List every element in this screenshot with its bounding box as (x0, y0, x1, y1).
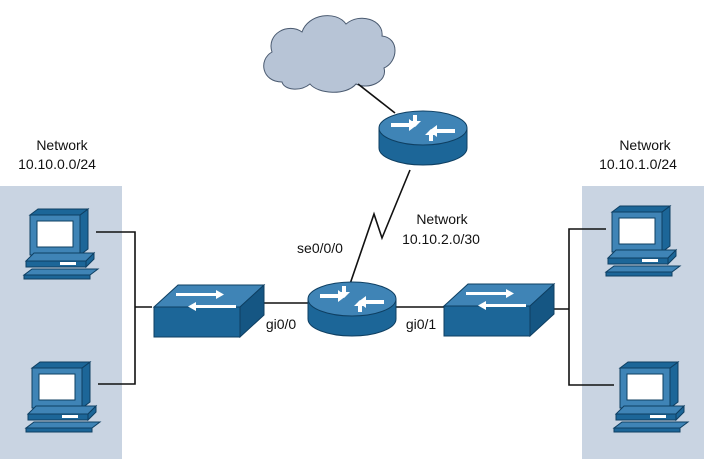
right-pc1-link (568, 228, 606, 309)
wan-network-subnet: 10.10.2.0/30 (402, 231, 480, 247)
right-switch-icon[interactable] (443, 283, 555, 337)
left-pc2-link (98, 307, 136, 385)
left-switch-icon[interactable] (153, 284, 265, 338)
left-pc1-icon[interactable] (23, 208, 99, 280)
serial-interface-label: se0/0/0 (297, 240, 343, 256)
center-router-icon[interactable] (307, 281, 397, 337)
right-pc1-icon[interactable] (605, 205, 681, 277)
right-network-label: Network (619, 137, 671, 153)
right-pc2-link (568, 309, 614, 386)
right-pc2-icon[interactable] (613, 361, 689, 433)
left-network-subnet: 10.10.0.0/24 (18, 156, 96, 172)
left-interface-label: gi0/0 (266, 316, 297, 332)
left-pc1-link (96, 231, 136, 307)
wan-network-label: Network (416, 211, 468, 227)
top-router-icon[interactable] (378, 110, 468, 166)
left-network-label: Network (36, 137, 88, 153)
right-interface-label: gi0/1 (406, 316, 437, 332)
cloud-icon (263, 15, 396, 93)
serial-link (349, 169, 411, 285)
cloud-to-top-router-link (357, 83, 396, 114)
left-pc2-icon[interactable] (25, 361, 101, 433)
right-network-subnet: 10.10.1.0/24 (599, 156, 677, 172)
